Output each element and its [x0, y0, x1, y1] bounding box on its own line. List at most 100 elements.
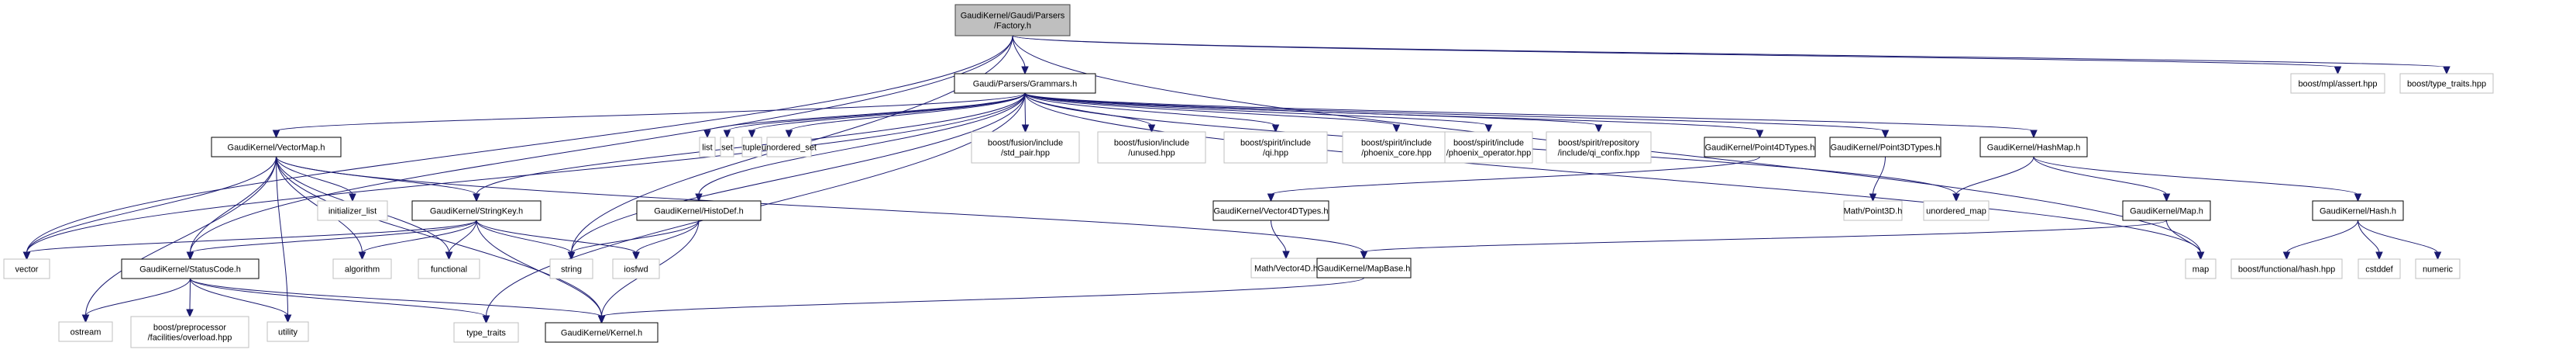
arrowhead-hashmap-to-map_h: [2162, 193, 2171, 202]
node-label-statuscode: GaudiKernel/StatusCode.h: [139, 265, 241, 275]
arrowhead-factory-to-grammars: [1021, 66, 1029, 75]
node-box-kernel[interactable]: [545, 322, 659, 343]
node-box-factory[interactable]: [954, 4, 1071, 36]
node-grammars[interactable]: Gaudi/Parsers/Grammars.h: [954, 73, 1096, 94]
arrowhead-stringkey-to-statuscode: [186, 251, 194, 261]
edge-grammars-to-phoenix_operator: [1024, 92, 1489, 126]
node-box-mapbase[interactable]: [1316, 258, 1412, 279]
node-label-std_pair: /std_pair.hpp: [1001, 149, 1050, 158]
node-kernel[interactable]: GaudiKernel/Kernel.h: [545, 322, 659, 343]
edge-hashmap-to-hash_h: [2033, 156, 2358, 196]
arrowhead-stringkey-to-functional: [445, 251, 453, 261]
node-tuple: tuple: [741, 137, 762, 157]
edge-vectormap-to-mapbase: [276, 156, 1364, 253]
edge-factory-to-vector: [26, 35, 1013, 254]
node-box-set: [720, 137, 734, 157]
arrowhead-hashmap-to-unordered_map: [1952, 193, 1960, 202]
arrowhead-histodef-to-string: [567, 251, 576, 261]
edge-histodef-to-string: [571, 220, 700, 254]
edge-grammars-to-tuple: [751, 92, 1026, 132]
arrowhead-grammars-to-vectormap: [272, 130, 280, 139]
node-box-utility: [267, 321, 309, 342]
edge-histodef-to-iosfwd: [635, 220, 700, 254]
edge-vectormap-to-utility: [276, 156, 288, 317]
edge-statuscode-to-utility: [190, 278, 288, 317]
arrowhead-point4d-to-vector4d: [1267, 193, 1275, 202]
node-point3d[interactable]: GaudiKernel/Point3DTypes.h: [1829, 137, 1941, 157]
node-vector: vector: [3, 258, 50, 279]
node-phoenix_core: boost/spirit/include/phoenix_core.hpp: [1342, 131, 1451, 164]
node-box-vectormap[interactable]: [211, 137, 342, 157]
node-type_traits: type_traits: [453, 322, 519, 343]
node-box-statuscode[interactable]: [121, 258, 260, 279]
node-box-grammars[interactable]: [954, 73, 1096, 94]
arrowhead-vectormap-to-initializer_list: [349, 193, 356, 202]
node-box-unordered_set: [766, 137, 812, 157]
node-box-stringkey[interactable]: [411, 200, 542, 221]
arrowhead-factory-to-mpl_assert: [2334, 66, 2342, 75]
node-label-hashmap: GaudiKernel/HashMap.h: [1987, 144, 2080, 153]
arrowhead-histodef-to-iosfwd: [632, 251, 640, 261]
edge-stringkey-to-vector: [26, 220, 477, 254]
node-point4d[interactable]: GaudiKernel/Point4DTypes.h: [1704, 137, 1816, 157]
node-box-unordered_map: [1923, 200, 1990, 221]
arrowhead-statuscode-to-type_traits: [482, 315, 490, 324]
node-label-overload: /facilities/overload.hpp: [148, 334, 232, 343]
node-box-histodef[interactable]: [636, 200, 762, 221]
node-box-point4d[interactable]: [1704, 137, 1816, 157]
node-box-hashmap[interactable]: [1979, 137, 2088, 157]
node-box-map_h[interactable]: [2122, 200, 2211, 221]
arrowhead-vectormap-to-stringkey: [473, 193, 480, 202]
edge-map_h-to-mapbase: [1364, 220, 2167, 253]
arrowhead-map_h-to-map: [2196, 251, 2205, 261]
edge-stringkey-to-functional: [449, 220, 477, 254]
node-label-mpl_assert: boost/mpl/assert.hpp: [2298, 80, 2377, 89]
edge-factory-to-statuscode: [190, 35, 1013, 254]
node-phoenix_operator: boost/spirit/include/phoenix_operator.hp…: [1444, 131, 1533, 164]
node-histodef[interactable]: GaudiKernel/HistoDef.h: [636, 200, 762, 221]
edge-stringkey-to-string: [476, 220, 572, 254]
edge-statuscode-to-ostream: [85, 278, 191, 317]
node-label-map_h: GaudiKernel/Map.h: [2130, 207, 2203, 216]
node-hashmap[interactable]: GaudiKernel/HashMap.h: [1979, 137, 2088, 157]
node-numeric: numeric: [2415, 258, 2461, 279]
node-mapbase[interactable]: GaudiKernel/MapBase.h: [1316, 258, 1412, 279]
edge-grammars-to-string: [571, 92, 1026, 254]
arrowhead-point3d-to-math_point3d: [1869, 193, 1877, 202]
edge-hash_h-to-boost_hash: [2286, 220, 2358, 254]
node-box-vector: [3, 258, 50, 279]
node-label-functional: functional: [431, 265, 467, 275]
edge-stringkey-to-statuscode: [190, 220, 477, 254]
edge-stringkey-to-algorithm: [362, 220, 477, 254]
edge-grammars-to-phoenix_core: [1024, 92, 1397, 126]
node-statuscode[interactable]: GaudiKernel/StatusCode.h: [121, 258, 260, 279]
node-qi_confix: boost/spirit/repository/include/qi_confi…: [1546, 131, 1652, 164]
node-label-kernel: GaudiKernel/Kernel.h: [561, 329, 642, 338]
node-label-qi: /qi.hpp: [1263, 149, 1288, 158]
edge-grammars-to-unordered_set: [789, 92, 1026, 132]
arrowhead-grammars-to-point3d: [1881, 130, 1890, 139]
node-stringkey[interactable]: GaudiKernel/StringKey.h: [411, 200, 542, 221]
node-algorithm: algorithm: [332, 258, 392, 279]
arrowhead-mapbase-to-kernel: [597, 315, 606, 324]
node-label-vector4d: GaudiKernel/Vector4DTypes.h: [1214, 207, 1329, 216]
node-box-vector4d[interactable]: [1212, 200, 1329, 221]
node-vector4d[interactable]: GaudiKernel/Vector4DTypes.h: [1212, 200, 1329, 221]
node-label-unused: /unused.hpp: [1128, 149, 1175, 158]
node-box-hash_h[interactable]: [2312, 200, 2404, 221]
node-hash_h[interactable]: GaudiKernel/Hash.h: [2312, 200, 2404, 221]
node-label-utility: utility: [278, 328, 298, 337]
node-box-numeric: [2415, 258, 2461, 279]
arrowhead-grammars-to-tuple: [748, 130, 756, 139]
edge-grammars-to-qi_confix: [1024, 92, 1599, 126]
edge-vectormap-to-statuscode: [190, 156, 277, 254]
node-label-set: set: [721, 144, 733, 153]
node-unused: boost/fusion/include/unused.hpp: [1097, 131, 1206, 164]
arrowhead-statuscode-to-ostream: [81, 314, 90, 324]
node-map_h[interactable]: GaudiKernel/Map.h: [2122, 200, 2211, 221]
node-box-point3d[interactable]: [1829, 137, 1941, 157]
arrowhead-grammars-to-list: [703, 130, 711, 139]
node-vectormap[interactable]: GaudiKernel/VectorMap.h: [211, 137, 342, 157]
node-label-phoenix_operator: boost/spirit/include: [1453, 139, 1524, 148]
node-factory[interactable]: GaudiKernel/Gaudi/Parsers/Factory.h: [954, 4, 1071, 36]
